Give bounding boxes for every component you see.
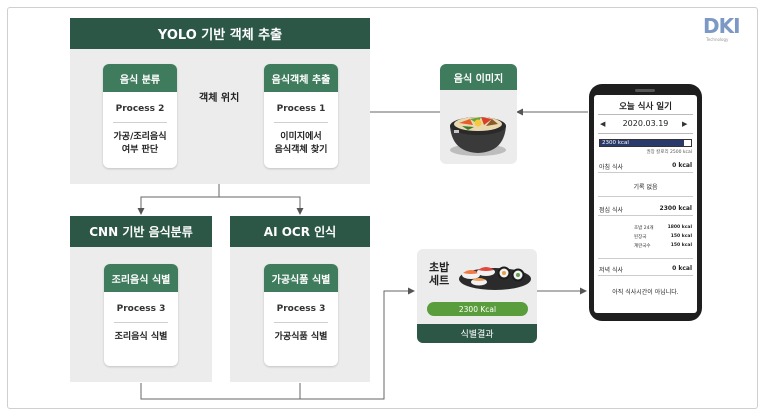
branch-yolo-to-classifiers (137, 183, 220, 215)
food-image-header: 음식 이미지 (440, 64, 517, 90)
dki-logo: DKI (703, 14, 741, 38)
card-process: Process 3 (116, 304, 166, 314)
phone-footer-note: 아직 식사시간이 아닙니다. (612, 289, 679, 296)
card-header: 음식 분류 (103, 64, 177, 92)
lunch-item-name: 초밥 24개 (634, 226, 654, 231)
result-footer: 식별결과 (417, 324, 537, 343)
merge-to-result (140, 287, 415, 400)
card-header: 음식객체 추출 (264, 64, 338, 92)
card-process: Process 2 (115, 104, 165, 114)
phone-mockup: 오늘 식사 일기 ◀ 2020.03.19 ▶ 2300 kcal 권장 칼로리… (589, 84, 702, 321)
result-kcal-pill: 2300 Kcal (427, 302, 528, 316)
cnn-title: CNN 기반 음식분류 (70, 216, 212, 247)
card-description: 가공식품 식별 (274, 332, 328, 342)
phone-speaker (635, 89, 655, 92)
card-divider (274, 322, 328, 323)
phone-divider (598, 196, 693, 197)
calorie-bar-label: 2300 kcal (602, 140, 629, 146)
next-date-button[interactable]: ▶ (682, 120, 688, 128)
food-image-box: 음식 이미지 (440, 64, 517, 164)
arrow-label-object-position: 객체 위치 (199, 93, 240, 104)
phone-divider (598, 258, 693, 259)
calorie-bar: 2300 kcal (599, 139, 692, 147)
lunch-value: 2300 kcal (659, 205, 692, 212)
calorie-recommended-note: 권장 칼로리 2500 kcal (646, 150, 692, 155)
phone-divider (598, 114, 693, 115)
lunch-item-value: 150 kcal (670, 234, 692, 239)
card-divider (274, 122, 328, 123)
ocr-title: AI OCR 인식 (230, 216, 370, 247)
card-process: Process 3 (276, 304, 326, 314)
card-header: 조리음식 식별 (104, 264, 178, 292)
dki-logo-subtext: Technology (706, 37, 729, 42)
no-record-text: 기록 없음 (633, 184, 658, 191)
lunch-item-value: 1800 kcal (667, 225, 692, 230)
sushi-platter-icon (459, 266, 531, 290)
prev-date-button[interactable]: ◀ (600, 120, 606, 128)
phone-divider (598, 172, 693, 173)
lunch-label: 점심 식사 (599, 207, 623, 214)
phone-title: 오늘 식사 일기 (619, 102, 672, 112)
card-food-object-extraction: 음식객체 추출 Process 1 이미지에서 음식객체 찾기 (264, 64, 338, 168)
card-food-classification: 음식 분류 Process 2 가공/조리음식 여부 판단 (103, 64, 177, 168)
phone-screen: 오늘 식사 일기 ◀ 2020.03.19 ▶ 2300 kcal 권장 칼로리… (594, 95, 697, 313)
phone-divider (598, 275, 693, 276)
phone-divider (598, 215, 693, 216)
dinner-value: 0 kcal (672, 265, 692, 272)
breakfast-label: 아침 식사 (599, 164, 623, 171)
breakfast-value: 0 kcal (672, 162, 692, 169)
calorie-bar-fill (600, 140, 684, 146)
branch-yolo-to-ocr (219, 196, 304, 215)
food-bowl-icon (450, 117, 506, 156)
lunch-item-value: 150 kcal (670, 243, 692, 248)
card-description: 가공/조리음식 여부 판단 (113, 132, 167, 155)
card-description: 이미지에서 음식객체 찾기 (274, 132, 328, 155)
yolo-title: YOLO 기반 객체 추출 (70, 18, 370, 49)
card-description: 조리음식 식별 (114, 332, 168, 342)
card-processed-food-identification: 가공식품 식별 Process 3 가공식품 식별 (264, 264, 338, 366)
card-cooked-food-identification: 조리음식 식별 Process 3 조리음식 식별 (104, 264, 178, 366)
phone-date: 2020.03.19 (622, 119, 669, 128)
dinner-label: 저녁 식사 (599, 267, 623, 274)
lunch-item-name: 된장국 (634, 235, 647, 240)
phone-divider (598, 133, 693, 134)
result-food-name: 초밥 세트 (429, 261, 450, 287)
result-box: 초밥 세트 2300 Kcal 식별결과 (417, 249, 537, 343)
card-header: 가공식품 식별 (264, 264, 338, 292)
card-process: Process 1 (276, 104, 326, 114)
lunch-item-name: 계란국수 (634, 244, 651, 249)
card-divider (114, 322, 168, 323)
card-divider (113, 122, 167, 123)
